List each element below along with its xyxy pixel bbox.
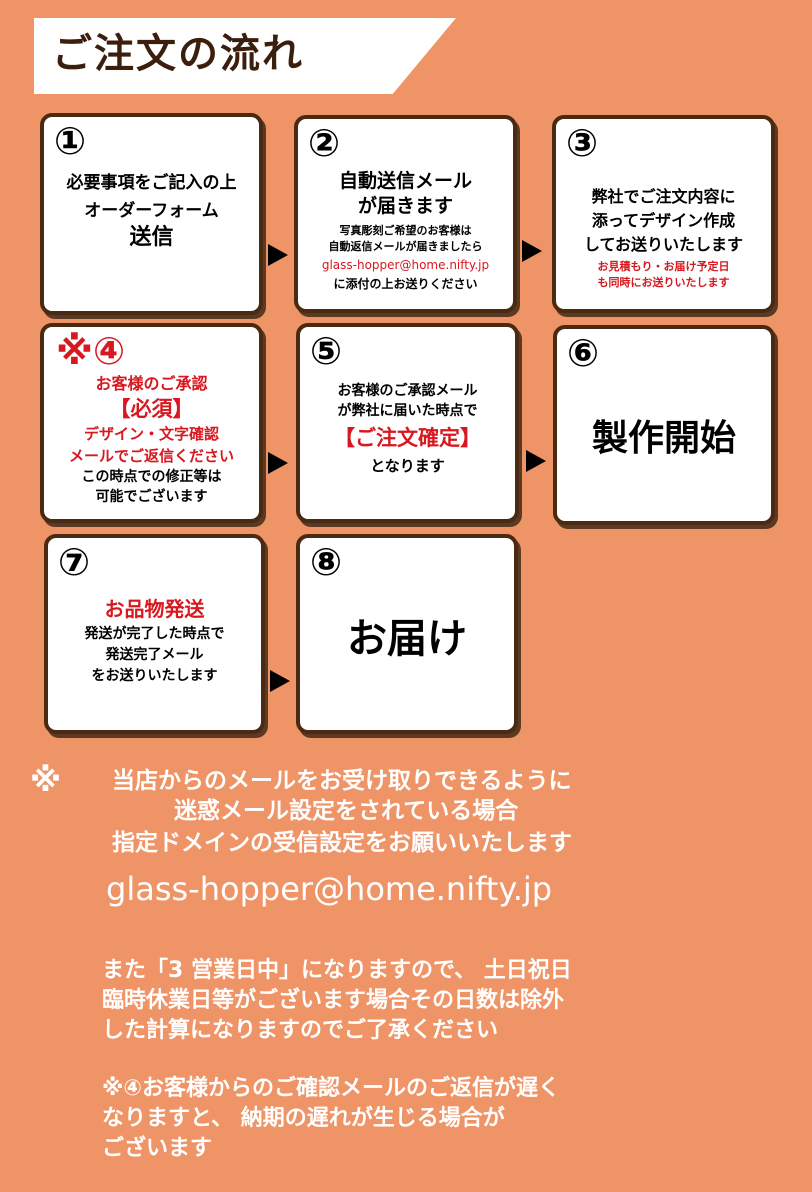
step-5-line-3: 【ご注文確定】 [334, 426, 481, 450]
note-para2-line-1: また「3 営業日中」になりますので、 土日祝日 [102, 958, 572, 983]
note-line-2: 迷惑メール設定をされている場合 [174, 798, 519, 824]
step-3-line-4: お見積もり・お届け予定日 [597, 260, 730, 273]
step-4-line-3: デザイン・文字確認 [83, 425, 219, 443]
note-email: glass-hopper@home.nifty.jp [106, 870, 553, 908]
note-para3-line-1: ※④お客様からのご確認メールのご返信が遅く [102, 1076, 561, 1101]
step-3-line-5: も同時にお送りいたします [597, 276, 730, 289]
step-3-line-1: 弊社でご注文内容に [591, 187, 736, 206]
note-para3-line-2: なりますと、 納期の遅れが生じる場合が [102, 1106, 505, 1131]
step-4-line-6: 可能でございます [95, 489, 208, 505]
step-8-line-1: お届け [347, 616, 467, 662]
note-mark: ※ [30, 761, 62, 799]
step-1-line-2: オーダーフォーム [84, 201, 219, 221]
step-4-line-2: 【必須】 [109, 397, 194, 421]
step-6-number: ⑥ [567, 331, 600, 375]
step-5-line-2: が弊社に届いた時点で [337, 403, 478, 419]
title-banner [34, 18, 456, 94]
step-4-line-1: お客様のご承認 [95, 374, 208, 393]
step-1-line-1: 必要事項をご記入の上 [66, 173, 237, 193]
step-2-line-2: が届きます [357, 195, 453, 217]
step-1-line-3: 送信 [129, 225, 174, 250]
step-7-card: ⑦ お品物発送 発送が完了した時点で 発送完了メール をお送りいたします [44, 534, 265, 734]
step-2-number: ② [308, 121, 341, 165]
step-3-line-3: してお送りいたします [583, 235, 744, 254]
step-3-card: ③ 弊社でご注文内容に 添ってデザイン作成 してお送りいたします お見積もり・お… [552, 115, 775, 313]
arrow-right-icon [526, 450, 546, 472]
step-5-card: ⑤ お客様のご承認メール が弊社に届いた時点で 【ご注文確定】 となります [296, 323, 519, 523]
step-1-number: ① [54, 119, 87, 163]
step-2-line-4: 自動返信メールが届きましたら [328, 240, 483, 253]
step-4-number: ※④ [56, 329, 126, 373]
arrow-right-icon [522, 240, 542, 262]
step-5-line-1: お客様のご承認メール [337, 383, 478, 399]
step-2-line-6: に添付の上お送りください [333, 277, 478, 291]
note-line-1: 当店からのメールをお受け取りできるように [112, 768, 572, 794]
note-para2-line-3: した計算になりますのでご了承ください [102, 1018, 499, 1043]
step-8-card: ⑧ お届け [296, 534, 518, 734]
step-3-line-2: 添ってデザイン作成 [591, 211, 736, 230]
note-line-3: 指定ドメインの受信設定をお願いいたします [112, 830, 572, 856]
step-8-number: ⑧ [310, 540, 343, 584]
step-6-card: ⑥ 製作開始 [553, 325, 775, 525]
step-2-line-3: 写真彫刻ご希望のお客様は [339, 224, 472, 237]
arrow-right-icon [268, 244, 288, 266]
step-2-card: ② 自動送信メール が届きます 写真彫刻ご希望のお客様は 自動返信メールが届きま… [294, 115, 517, 313]
step-7-number: ⑦ [58, 540, 91, 584]
step-7-line-4: をお送りいたします [91, 668, 218, 684]
step-3-number: ③ [566, 121, 599, 165]
step-2-line-1: 自動送信メール [338, 170, 472, 192]
step-1-card: ① 必要事項をご記入の上 オーダーフォーム 送信 [40, 113, 263, 315]
step-4-line-4: メールでご返信ください [68, 447, 234, 465]
arrow-right-icon [270, 670, 290, 692]
step-7-line-2: 発送が完了した時点で [84, 626, 225, 642]
step-5-number: ⑤ [310, 329, 343, 373]
note-para2-line-2: 臨時休業日等がございます場合その日数は除外 [102, 988, 565, 1013]
page-title: ご注文の流れ [52, 31, 304, 77]
note-para3-line-3: ございます [102, 1136, 213, 1161]
step-4-line-5: この時点での修正等は [81, 469, 222, 485]
arrow-right-icon [268, 452, 288, 474]
step-4-card: ※④ お客様のご承認 【必須】 デザイン・文字確認 メールでご返信ください この… [40, 323, 263, 523]
step-7-line-3: 発送完了メール [105, 647, 204, 663]
step-5-line-4: となります [370, 457, 445, 475]
step-6-line-1: 製作開始 [591, 418, 736, 459]
step-2-email: glass-hopper@home.nifty.jp [321, 258, 490, 272]
step-7-line-1: お品物発送 [104, 597, 205, 621]
